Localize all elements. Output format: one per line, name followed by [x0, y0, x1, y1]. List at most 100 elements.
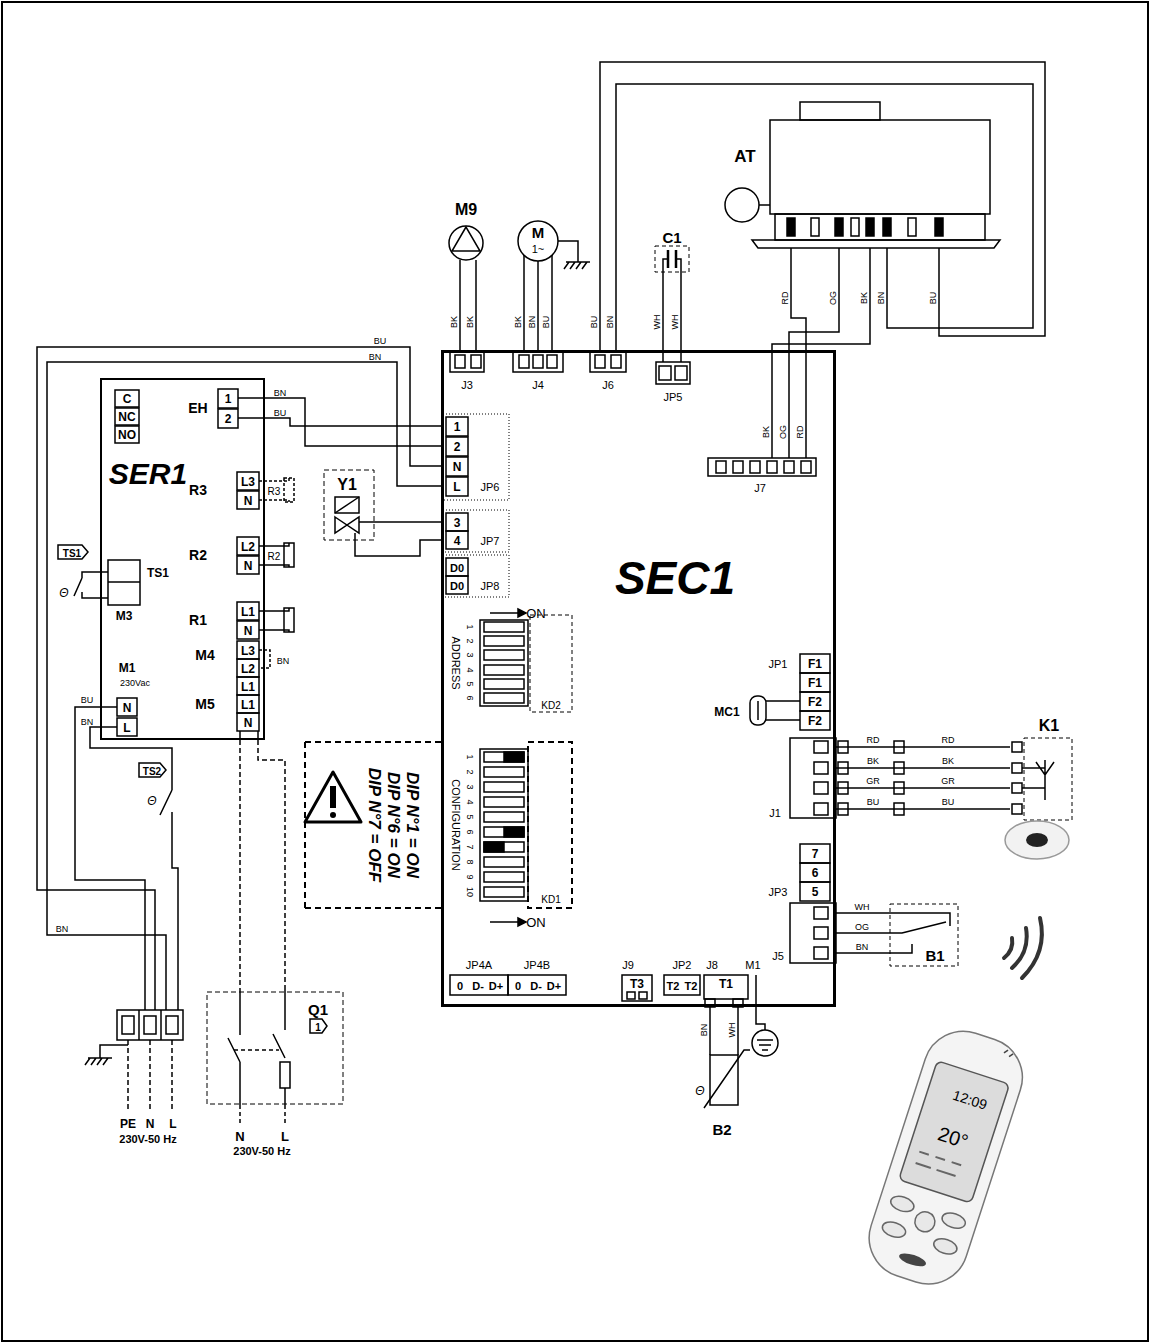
pin-label: WH: [652, 315, 662, 330]
wire-line: [37, 347, 441, 1010]
pin-label-holder: 1: [454, 417, 461, 435]
terminal-block-part: [108, 560, 140, 605]
wire-line: [523, 261, 525, 350]
pin-label-holder: 5: [463, 681, 481, 686]
remote-control-part: [916, 1152, 962, 1177]
pin-label: F1: [808, 677, 822, 691]
pin-label: C: [123, 393, 132, 407]
wire-line: [836, 932, 880, 934]
pin-label-holder: JP7: [481, 531, 500, 549]
pin-label-holder: L: [453, 477, 460, 495]
pin-label-holder: BK: [459, 316, 477, 328]
board-connector-part: [508, 975, 566, 995]
pin-label-holder: WH: [664, 315, 682, 330]
pin-label: DIP N°1 = ON: [402, 772, 422, 878]
pin-label: 1: [454, 421, 461, 435]
pin-label-holder: 3: [463, 784, 481, 789]
pin-label-holder: J8: [706, 955, 718, 973]
dip-switch-part: [504, 752, 524, 762]
pin-label-holder: BN: [274, 382, 287, 400]
pin-label: 9: [465, 874, 475, 879]
pin-label: D0: [450, 580, 464, 593]
pin-label: J3: [461, 379, 473, 392]
pin-label: Θ: [695, 1085, 704, 1099]
transformer-symbol-part: [787, 218, 795, 236]
transformer-symbol: [725, 102, 1000, 270]
pin-label-holder: M5: [195, 695, 214, 713]
breaker-symbol-part: [234, 1050, 285, 1125]
pin-label: T2: [667, 980, 680, 993]
pin-label: KD1: [541, 894, 560, 906]
wire-line: [537, 261, 539, 350]
pin-label: 10: [465, 887, 475, 897]
capacitor-symbol-part: [663, 259, 681, 278]
pin-label: J1: [769, 807, 781, 820]
pin-label: BN: [605, 316, 615, 329]
dip-switch-part: [518, 918, 526, 926]
pin-label: F1: [808, 658, 822, 672]
remote-control-part: [932, 1236, 959, 1257]
pin-label-holder: M4: [195, 646, 214, 664]
dip-switch-part: [518, 609, 526, 617]
pin-label-holder: L2: [241, 659, 255, 677]
dip-switch-part: [484, 650, 524, 660]
remote-control-part: [940, 1210, 967, 1231]
component-label-holder: B2: [712, 1121, 731, 1139]
pin-label: D-: [472, 980, 484, 993]
pin-label-holder: 3: [463, 653, 481, 658]
board-connector-part: [471, 355, 481, 368]
pin-label: T3: [630, 978, 644, 992]
pin-label-holder: Θ: [147, 791, 156, 809]
wire-line: [836, 767, 1010, 769]
board-connector-part: [533, 355, 543, 368]
board-connector-part: [450, 352, 484, 372]
pin-label: 0: [457, 980, 463, 993]
pin-label-holder: BN: [56, 918, 69, 936]
pin-label: 3: [465, 653, 475, 658]
remote-control-part: [1003, 1049, 1013, 1057]
warning-sign-part: [305, 772, 361, 822]
pin-label-holder: F2: [808, 711, 822, 729]
pin-label-holder: 7: [812, 844, 819, 862]
motor-symbol-part: [524, 241, 590, 269]
pin-label: D0: [450, 562, 464, 575]
pin-label-holder: 1: [225, 389, 232, 407]
wire-line: [789, 270, 839, 350]
dip-switch-part: [480, 620, 528, 706]
component-label: L: [169, 1118, 176, 1132]
pin-label: BN: [856, 942, 869, 952]
board-connector-part: [704, 975, 748, 999]
component-label-holder: SER1: [109, 457, 187, 492]
pin-label: BU: [81, 695, 94, 705]
pin-label: BK: [942, 756, 954, 766]
component: M9: [446, 198, 486, 260]
pin-label-holder: BN: [693, 1024, 711, 1037]
wire-connector: [90, 727, 172, 758]
terminal-block-part: [218, 389, 238, 408]
component-label-holder: Y1: [337, 476, 357, 494]
board-connector-part: [766, 701, 800, 720]
board-connector-part: [790, 738, 836, 818]
remote-control-part: [859, 1021, 1033, 1294]
board-connector-part: [767, 461, 777, 473]
signal-waves: [1004, 918, 1042, 978]
pin-label-holder: N: [244, 713, 253, 731]
mains-terminal-part: [122, 1016, 134, 1034]
component-label-holder: AT: [734, 147, 755, 167]
board-connector-part: [547, 355, 557, 368]
pin-label: M3: [116, 610, 133, 624]
pin-label: RD: [867, 735, 880, 745]
wire-line: [368, 521, 441, 523]
board-connector-part: [814, 741, 828, 753]
wire-connector: [710, 1007, 738, 1045]
board-connector-part: [716, 461, 726, 473]
pin-label-holder: T1: [719, 974, 733, 992]
board-connector-part: [455, 355, 465, 368]
pin-label: RD: [795, 426, 805, 439]
solenoid-valve-symbol-part: [335, 497, 359, 513]
pin-label-holder: BN: [870, 292, 888, 305]
pin-label-holder: BN: [599, 316, 617, 329]
pin-label-holder: 3: [454, 513, 461, 531]
pin-label-holder: D+: [547, 976, 561, 994]
pin-label: 3: [465, 784, 475, 789]
